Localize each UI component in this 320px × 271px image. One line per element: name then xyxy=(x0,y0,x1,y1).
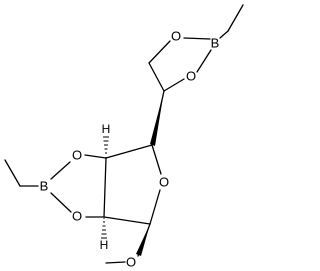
chemical-structure: B O O O O B O O H H xyxy=(4,4,244,270)
bond-b-o-upper xyxy=(183,37,211,40)
bond-b-o-left xyxy=(50,192,72,213)
bond-o-b-left xyxy=(50,161,71,180)
atom-oxygen-dioxaborolane-mid: O xyxy=(186,69,196,84)
bold-wedge-methoxy xyxy=(136,224,150,256)
atom-oxygen-left-bottom: O xyxy=(72,209,82,224)
atom-oxygen-dioxaborolane-top: O xyxy=(171,29,181,44)
hashed-wedge-bottom xyxy=(101,218,107,239)
bond-c1-c2 xyxy=(103,216,151,225)
bond-c4-oring xyxy=(151,144,162,175)
bond-oring-c1 xyxy=(149,189,161,225)
atom-oxygen-methoxy: O xyxy=(126,255,136,270)
atom-hydrogen-bottom: H xyxy=(100,238,109,252)
bond-b-o-lower xyxy=(196,49,212,73)
atom-oxygen-ring: O xyxy=(159,175,169,190)
bond-ch2-ch xyxy=(148,62,165,92)
bond-c3-c4 xyxy=(105,144,153,159)
bond-ethyl-top-ch2 xyxy=(219,30,229,39)
bond-c3-o xyxy=(84,154,107,159)
bond-o-ch2 xyxy=(148,40,171,64)
bold-wedge-c4 xyxy=(150,91,164,146)
atom-boron-top: B xyxy=(211,36,220,51)
atom-hydrogen-top: H xyxy=(102,122,111,136)
bonds xyxy=(4,4,244,257)
bond-ch-o xyxy=(163,78,185,92)
hashed-wedge-top xyxy=(103,136,109,158)
bond-ethyl-top-ch3 xyxy=(227,4,244,32)
atom-oxygen-left-top: O xyxy=(72,148,82,163)
bond-methoxy-methyl xyxy=(105,261,126,264)
bond-c2-c3 xyxy=(103,157,107,218)
bond-ethyl-left-ch3 xyxy=(4,159,21,187)
atom-boron-left: B xyxy=(40,179,49,194)
atom-labels: B O O O O B O O H H xyxy=(40,29,220,270)
